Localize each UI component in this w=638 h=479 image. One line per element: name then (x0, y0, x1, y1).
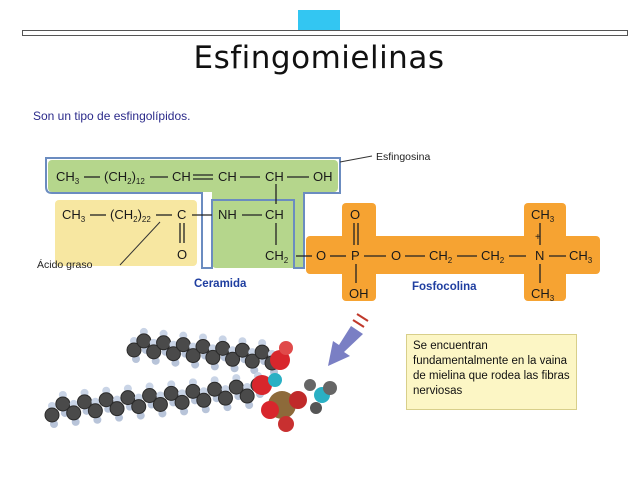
fatty-acid-region-bg (55, 200, 197, 266)
carbon-atom (44, 407, 60, 423)
sphingosine-chain-text: CH3 (CH2)12 CH CH CH OH (56, 169, 333, 204)
label-ceramida: Ceramida (194, 278, 247, 290)
carbon-atom (152, 396, 168, 412)
carbon-atom (225, 351, 241, 367)
svg-text:CH2: CH2 (265, 248, 289, 265)
carbon-atom (217, 390, 233, 406)
svg-text:CH2: CH2 (481, 248, 505, 265)
carbon-atom (66, 405, 82, 421)
choline-column (524, 203, 566, 301)
fatty-acid-text: CH3 (CH2)22 C O (62, 207, 212, 262)
svg-text:CH3: CH3 (62, 207, 86, 224)
label-acido-graso: Ácido graso (37, 259, 93, 271)
svg-text:CH: CH (172, 169, 191, 184)
carbon-atom (185, 348, 201, 364)
carbon-atom (239, 388, 255, 404)
carbon-atom (126, 342, 142, 358)
down-arrow-icon (328, 313, 369, 366)
carbon-atom (234, 342, 250, 358)
sph-ch2-12: (CH2)12 (104, 169, 145, 186)
carbon-atom (136, 333, 152, 349)
label-esfingosina: Esfingosina (376, 151, 431, 163)
carbon-atom (109, 401, 125, 417)
svg-text:CH3: CH3 (569, 248, 593, 265)
carbon-atom (175, 337, 191, 353)
slide-title: Esfingomielinas (193, 40, 445, 76)
amide-text: NH CH CH2 (218, 207, 312, 265)
svg-text:NH: NH (218, 207, 237, 222)
esfingosina-pointer (339, 155, 373, 163)
svg-text:(CH2)22: (CH2)22 (110, 207, 151, 224)
carbon-atom (205, 349, 221, 365)
label-fosfocolina: Fosfocolina (412, 281, 477, 293)
svg-text:CH: CH (265, 207, 284, 222)
svg-text:O: O (350, 207, 360, 222)
note-box: Se encuentran fundamentalmente en la vai… (406, 334, 577, 410)
header-rule (22, 30, 628, 36)
slide-subtitle: Son un tipo de esfingolípidos. (33, 109, 191, 123)
svg-text:OH: OH (349, 286, 369, 301)
carbon-atom (244, 353, 260, 369)
svg-text:CH3: CH3 (531, 207, 555, 224)
carbon-atom (87, 403, 103, 419)
svg-text:O: O (316, 248, 326, 263)
svg-text:CH: CH (265, 169, 284, 184)
carbon-atom (196, 392, 212, 408)
svg-text:CH3: CH3 (531, 286, 555, 303)
phosphate-column (342, 203, 376, 301)
svg-text:O: O (177, 247, 187, 262)
carbon-atom (254, 344, 270, 360)
carbon-atom (146, 344, 162, 360)
svg-text:C: C (177, 207, 186, 222)
carbon-atom (215, 340, 231, 356)
note-text: Se encuentran fundamentalmente en la vai… (413, 340, 570, 397)
svg-text:N: N (535, 248, 544, 263)
sph-ch3: CH3 (56, 169, 80, 186)
ceramide-region-bg (212, 188, 304, 268)
svg-text:P: P (351, 248, 360, 263)
svg-text:OH: OH (313, 169, 333, 184)
svg-text:CH2: CH2 (429, 248, 453, 265)
phosphocholine-text: O O P OH O CH2 CH2 CH3 + N CH3 CH3 (316, 207, 593, 303)
sphingosine-outline (45, 157, 341, 269)
sphingosine-chain-bg (48, 160, 338, 192)
acido-graso-pointer (119, 221, 161, 266)
svg-text:CH: CH (218, 169, 237, 184)
carbon-atom (165, 346, 181, 362)
carbon-atom (174, 394, 190, 410)
svg-text:+: + (535, 232, 541, 243)
carbon-atom (156, 335, 172, 351)
svg-text:O: O (391, 248, 401, 263)
molecular-model-image (44, 327, 337, 432)
carbon-atom (131, 399, 147, 415)
carbon-atom (195, 339, 211, 354)
